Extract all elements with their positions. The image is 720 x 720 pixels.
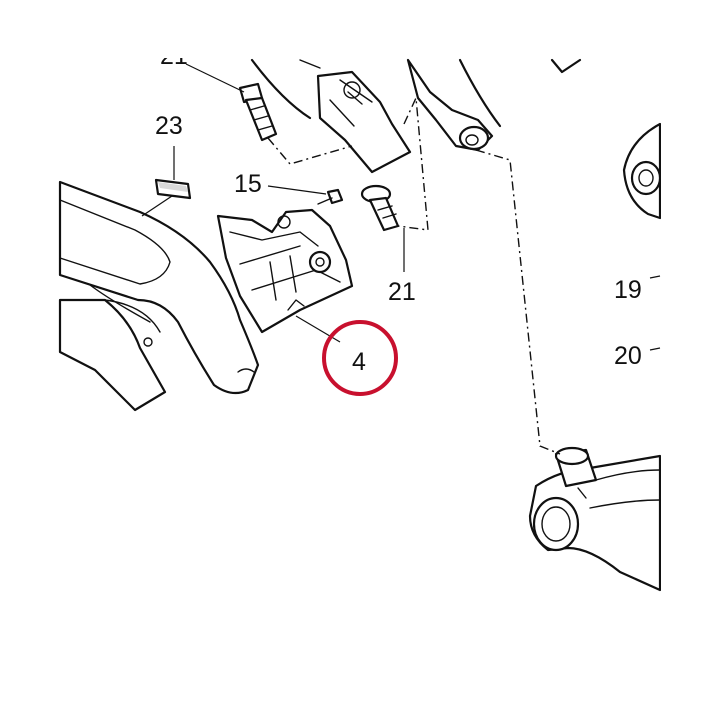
callout-19: 19: [614, 276, 642, 304]
assembly-lines: [267, 95, 561, 455]
screw-15: [317, 188, 344, 205]
callout-23: 23: [155, 112, 183, 140]
right-crop: [661, 0, 720, 720]
callout-4: 4: [352, 348, 366, 376]
swing-arm: [528, 446, 662, 592]
right-pin: [406, 58, 502, 152]
bolt-21-middle: [360, 184, 400, 232]
callout-21: 21: [388, 278, 416, 306]
bolt-21-top: [238, 82, 278, 142]
highlight-circle: [322, 320, 398, 396]
right-hub: [622, 122, 662, 220]
top-crop: [0, 0, 720, 58]
part-4-bracket: [216, 208, 354, 334]
upper-mount: [250, 58, 412, 174]
top-right-fragment: [550, 58, 582, 74]
frame-plate: [58, 298, 167, 412]
callout-15: 15: [234, 170, 262, 198]
callout-20: 20: [614, 342, 642, 370]
part-23-block: [154, 178, 192, 200]
